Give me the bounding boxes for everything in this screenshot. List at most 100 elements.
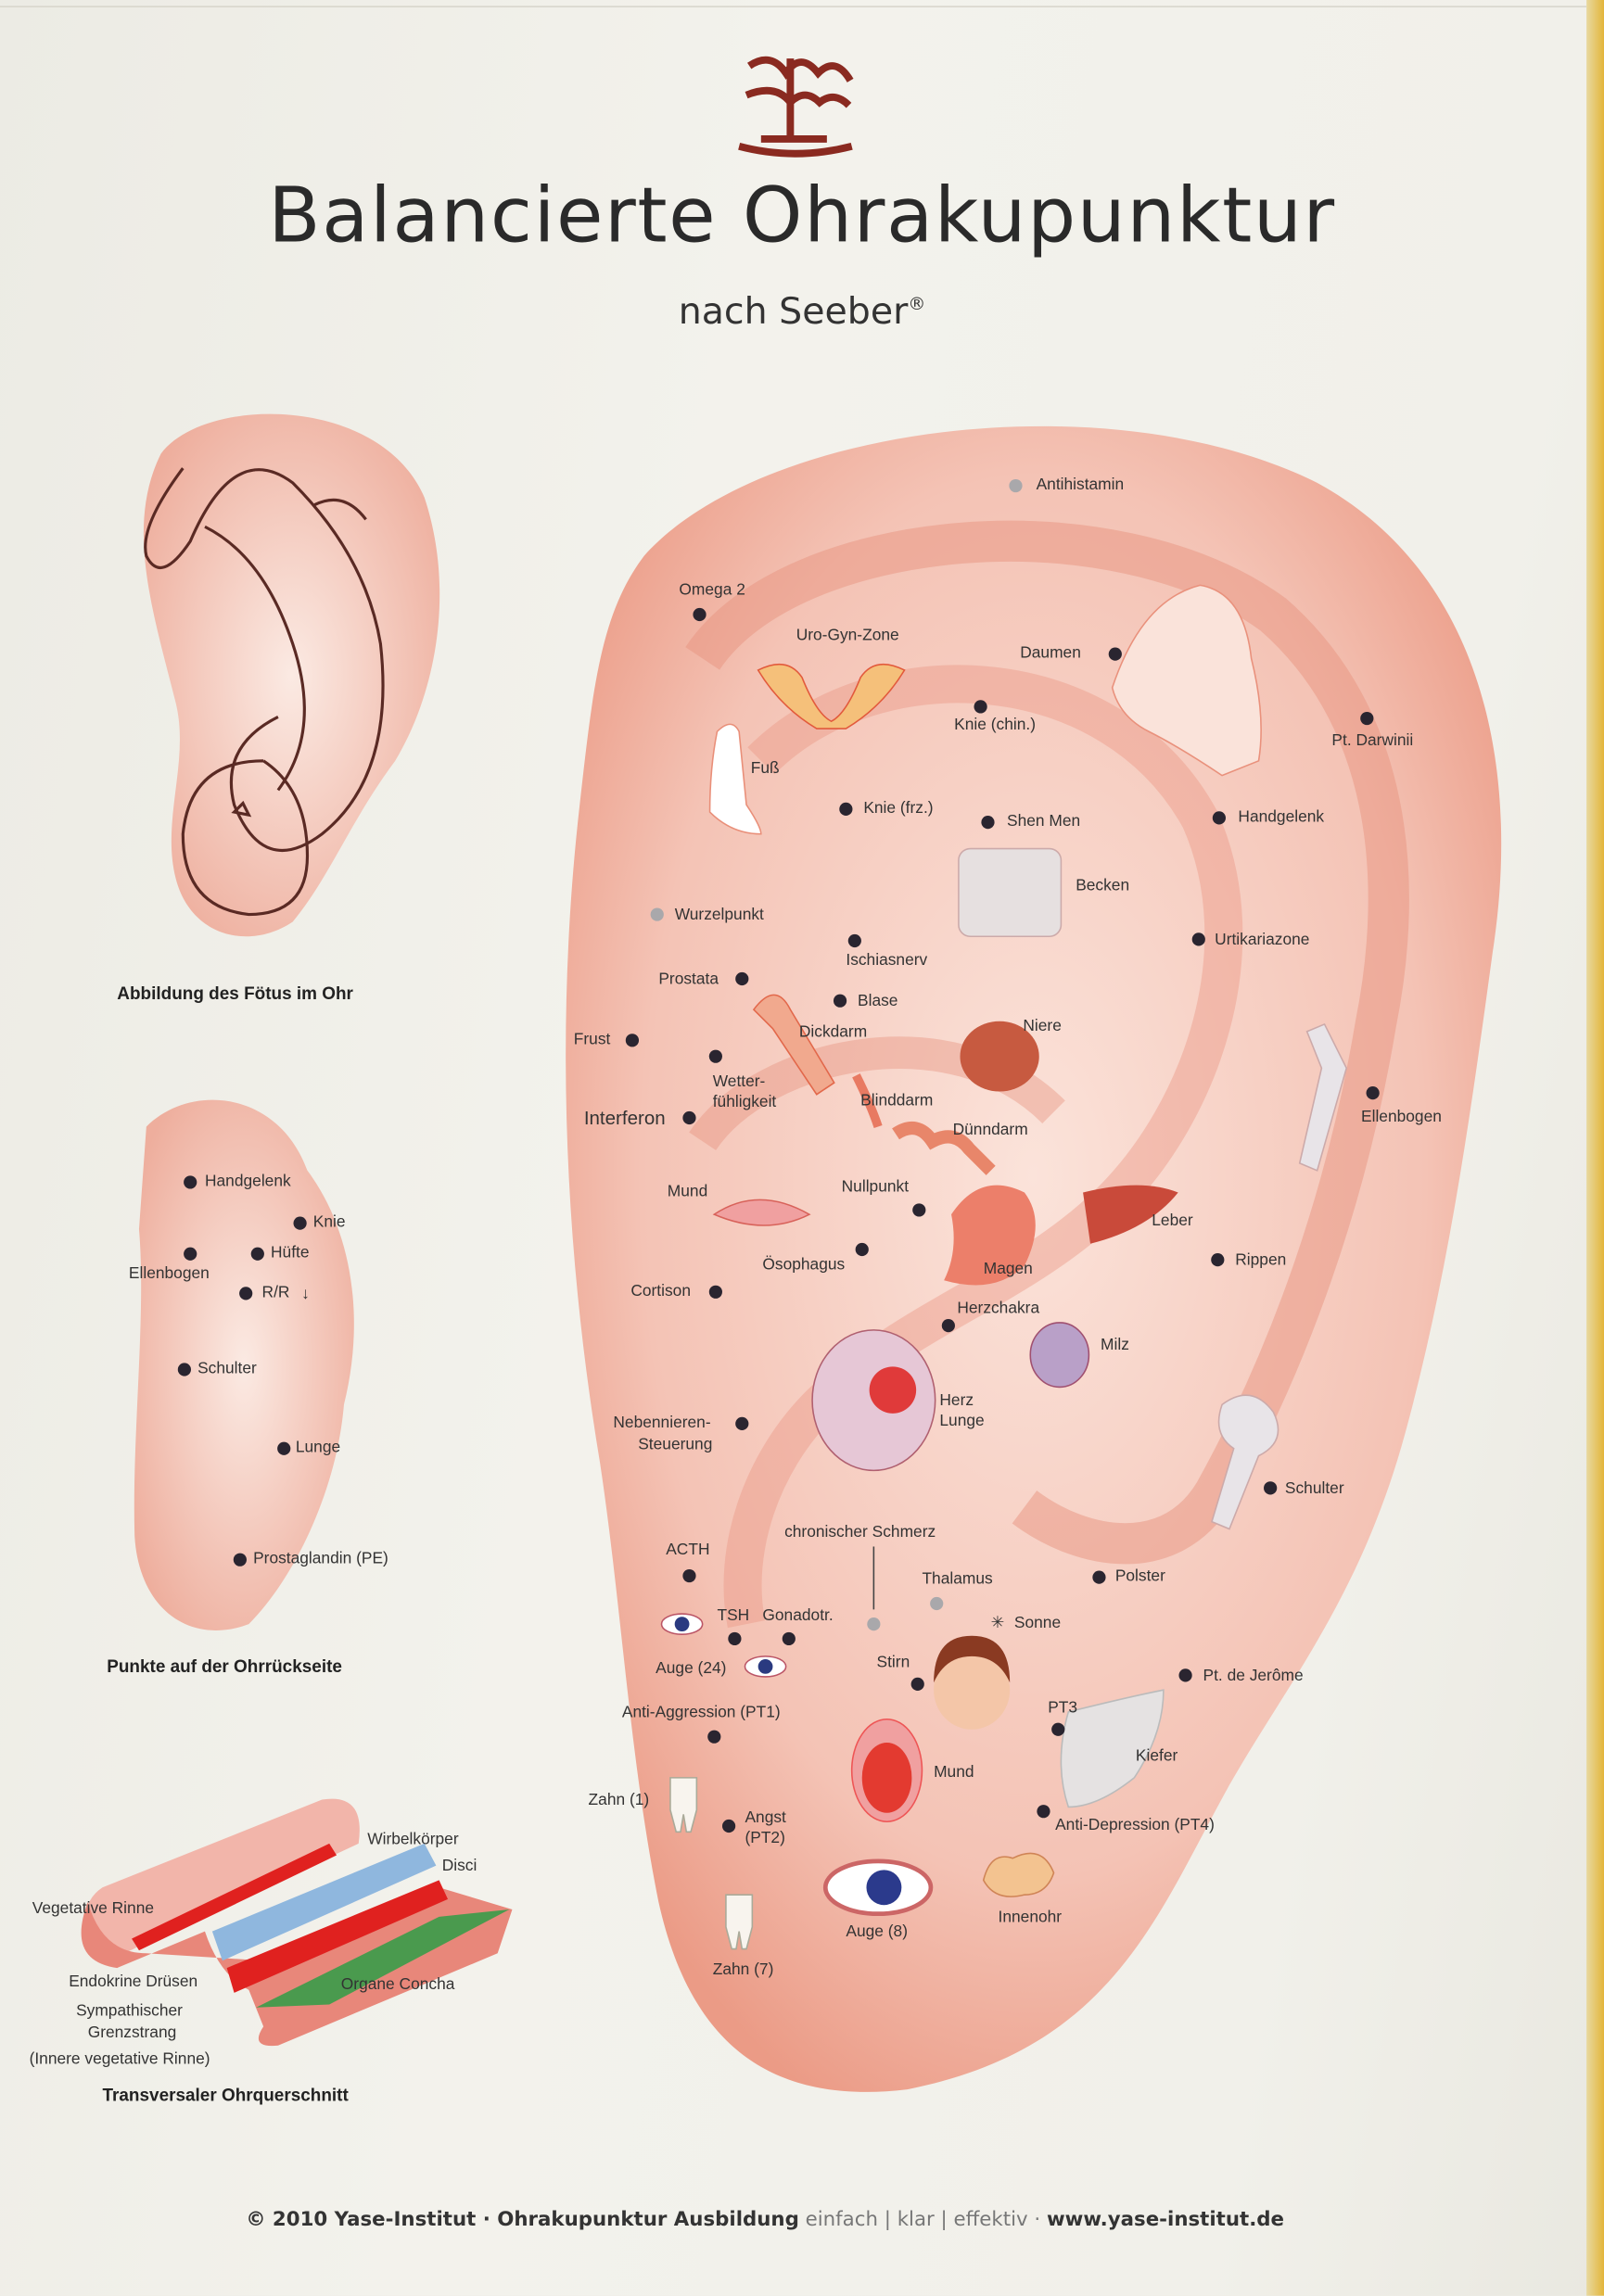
liver-icon xyxy=(1083,1185,1178,1244)
tooth-icon xyxy=(669,1777,698,1833)
label-ischiasnerv: Ischiasnerv xyxy=(846,951,928,970)
eye-large-icon xyxy=(822,1858,934,1917)
label-interferon: Interferon xyxy=(583,1107,666,1129)
label-schulter: Schulter xyxy=(1284,1479,1344,1498)
label-nebennieren2: Steuerung xyxy=(638,1436,713,1454)
eye-icon xyxy=(660,1613,704,1635)
label-nullpunkt: Nullpunkt xyxy=(841,1178,910,1197)
acupoint-acth xyxy=(682,1568,696,1583)
label-innenohr: Innenohr xyxy=(998,1909,1063,1927)
footer-slogan: einfach | klar | effektiv · xyxy=(805,2207,1041,2232)
label-cortison: Cortison xyxy=(630,1282,692,1300)
acupoint-pt3 xyxy=(1051,1722,1065,1736)
acupoint-handgelenk xyxy=(1212,811,1226,825)
main-ear-illustration xyxy=(566,425,1502,2092)
label-blase: Blase xyxy=(858,993,898,1010)
label-blinddarm: Blinddarm xyxy=(860,1092,934,1110)
label-darwinii: Pt. Darwinii xyxy=(1331,732,1414,750)
back-of-ear-illustration xyxy=(134,1099,354,1630)
label-kiefer: Kiefer xyxy=(1135,1747,1178,1766)
label-zahn1: Zahn (1) xyxy=(588,1791,650,1809)
acupoint-tsh xyxy=(728,1631,742,1646)
acupoint-thalamus xyxy=(930,1596,944,1611)
acupoint-wurzelpunkt xyxy=(650,907,664,921)
label-acth: ACTH xyxy=(666,1541,710,1559)
acupoint-cortison xyxy=(708,1285,722,1299)
acupoint-ellenbogen xyxy=(1366,1086,1380,1100)
tooth-icon xyxy=(725,1894,754,1950)
page-title: Balancierte Ohrakupunktur xyxy=(268,172,1336,260)
acupoint-stirn xyxy=(910,1677,924,1691)
label-urtikariazone: Urtikariazone xyxy=(1215,931,1310,949)
acupoint-wetter1 xyxy=(708,1049,722,1063)
footer-copyright: © 2010 Yase-Institut · Ohrakupunktur Aus… xyxy=(246,2207,799,2232)
label-leber: Leber xyxy=(1152,1211,1193,1230)
label-thalamus: Thalamus xyxy=(922,1570,993,1589)
acupoint-ischiasnerv xyxy=(847,933,861,948)
logo-icon xyxy=(738,56,854,158)
label-ellenbogen: Ellenbogen xyxy=(1361,1108,1442,1126)
open-mouth-icon xyxy=(850,1718,923,1823)
label-dickdarm: Dickdarm xyxy=(798,1023,868,1042)
acupoint-gonadotr xyxy=(782,1631,796,1646)
label-handgelenk: Handgelenk xyxy=(1238,808,1325,827)
label-huefte: Hüfte xyxy=(271,1244,310,1262)
jaw-icon xyxy=(1060,1689,1165,1808)
acupoint-daumen xyxy=(1108,647,1122,661)
label-vegetative-rinne: Vegetative Rinne xyxy=(32,1899,155,1918)
label-angst1: Angst xyxy=(745,1808,786,1827)
acupoint-rr xyxy=(239,1287,253,1300)
label-wurzelpunkt: Wurzelpunkt xyxy=(674,906,764,924)
inner-ear-icon xyxy=(982,1852,1055,1897)
pelvis-icon xyxy=(958,847,1063,938)
label-frust: Frust xyxy=(573,1031,611,1048)
acupoint-pt1 xyxy=(707,1730,721,1744)
footer-url: www.yase-institut.de xyxy=(1046,2207,1285,2232)
divider xyxy=(0,6,1587,7)
acupoint-jerome xyxy=(1178,1668,1192,1682)
cross-section-illustration xyxy=(81,1798,513,2047)
label-angst2: (PT2) xyxy=(745,1829,785,1847)
label-shenmen: Shen Men xyxy=(1007,812,1081,831)
label-grenzstrang: Grenzstrang xyxy=(87,2023,177,2042)
acupoint-schulter xyxy=(1264,1481,1278,1495)
acupoint-polster xyxy=(1092,1570,1106,1584)
label-magen: Magen xyxy=(983,1260,1033,1278)
page-subtitle: nach Seeber® xyxy=(0,290,1604,333)
eye-icon xyxy=(744,1655,787,1678)
label-mund2: Mund xyxy=(934,1763,974,1782)
cross-section-caption: Transversaler Ohrquerschnitt xyxy=(102,2085,349,2106)
acupoint-prostata xyxy=(735,971,749,986)
label-sympathischer: Sympathischer xyxy=(76,2002,183,2021)
label-innere: (Innere vegetative Rinne) xyxy=(29,2050,210,2069)
label-herzchakra: Herzchakra xyxy=(957,1300,1040,1318)
acupoint-ellenbogen xyxy=(184,1247,197,1261)
label-polster: Polster xyxy=(1114,1567,1165,1586)
label-niere: Niere xyxy=(1023,1017,1062,1035)
acupoint-knie xyxy=(293,1216,307,1230)
colon-icon xyxy=(752,994,835,1096)
acupoint-omega2 xyxy=(693,607,707,622)
registered-mark: ® xyxy=(908,293,926,314)
label-organe-concha: Organe Concha xyxy=(340,1975,455,1994)
label-fuss: Fuß xyxy=(750,760,780,778)
label-urogyn: Uro-Gyn-Zone xyxy=(796,627,899,645)
label-lunge: Lunge xyxy=(939,1413,985,1430)
acupoint-darwinii xyxy=(1360,711,1374,726)
acupoint-antihistamin xyxy=(1009,478,1023,493)
label-oesophagus: Ösophagus xyxy=(762,1256,846,1275)
label-schulter: Schulter xyxy=(197,1360,257,1378)
label-zahn7: Zahn (7) xyxy=(712,1960,774,1979)
kidney-icon xyxy=(960,1021,1039,1092)
acupoint-blase xyxy=(833,994,847,1008)
acupoint-herzchakra xyxy=(941,1319,955,1333)
acupoint-huefte xyxy=(250,1247,264,1261)
label-knie: Knie xyxy=(312,1213,346,1232)
back-of-ear-caption: Punkte auf der Ohrrückseite xyxy=(107,1655,342,1677)
label-endokrine: Endokrine Drüsen xyxy=(69,1973,198,1991)
stomach-icon xyxy=(944,1185,1036,1286)
label-pt3: PT3 xyxy=(1048,1699,1078,1718)
label-wirbelkoerper: Wirbelkörper xyxy=(367,1831,459,1849)
uterus-icon xyxy=(757,663,906,729)
